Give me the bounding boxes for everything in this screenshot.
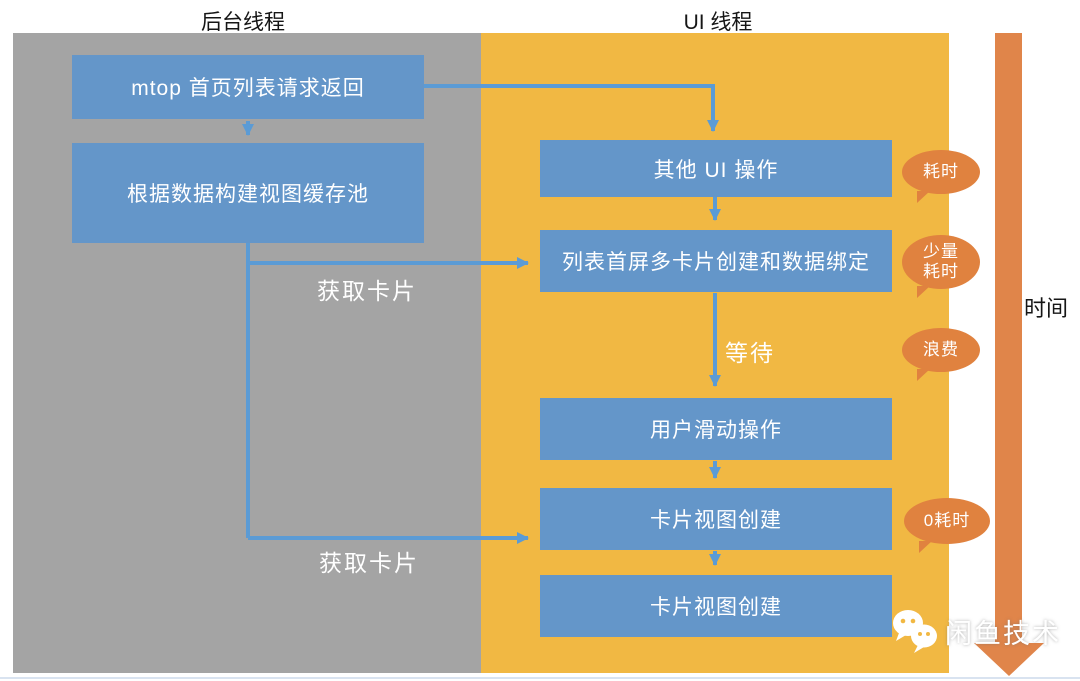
- node-user-scroll: 用户滑动操作: [540, 398, 892, 460]
- node-label: 根据数据构建视图缓存池: [127, 183, 369, 206]
- node-label: 列表首屏多卡片创建和数据绑定: [562, 251, 870, 274]
- bottom-divider: [0, 677, 1080, 679]
- time-arrow-bar: [995, 33, 1022, 644]
- callout-time-consuming: 耗时: [902, 150, 980, 203]
- node-label: mtop 首页列表请求返回: [131, 77, 365, 100]
- watermark-text: 闲鱼技术: [945, 618, 1061, 649]
- node-mtop-response: mtop 首页列表请求返回: [72, 55, 424, 119]
- callout-text: 耗时: [923, 162, 959, 182]
- callout-text: 0耗时: [923, 511, 971, 531]
- time-label: 时间: [1024, 296, 1069, 321]
- node-label: 卡片视图创建: [650, 509, 782, 532]
- background-thread-title: 后台线程: [201, 11, 285, 34]
- watermark: 闲鱼技术: [891, 608, 1061, 654]
- callout-zero-time: 0耗时: [904, 498, 990, 553]
- callout-text: 浪费: [923, 340, 959, 360]
- node-label: 用户滑动操作: [650, 419, 782, 442]
- node-label: 卡片视图创建: [650, 596, 782, 619]
- node-build-view-cache-pool: 根据数据构建视图缓存池: [72, 143, 424, 243]
- ui-thread-title: UI 线程: [683, 11, 753, 34]
- node-card-view-create-2: 卡片视图创建: [540, 575, 892, 637]
- wechat-icon: [893, 610, 937, 653]
- time-arrow-head: [974, 643, 1044, 676]
- edge-label-wait: 等待: [725, 340, 775, 366]
- callout-waste: 浪费: [902, 328, 980, 381]
- node-label: 其他 UI 操作: [653, 158, 779, 182]
- edge-label-fetch-card-bottom: 获取卡片: [319, 550, 419, 576]
- callout-text: 少量耗时: [923, 242, 959, 281]
- node-other-ui-operations: 其他 UI 操作: [540, 140, 892, 197]
- callout-slightly-time-consuming: 少量耗时: [902, 235, 980, 298]
- node-first-screen-card-bind: 列表首屏多卡片创建和数据绑定: [540, 230, 892, 292]
- node-card-view-create-1: 卡片视图创建: [540, 488, 892, 550]
- edge-label-fetch-card-top: 获取卡片: [317, 278, 417, 304]
